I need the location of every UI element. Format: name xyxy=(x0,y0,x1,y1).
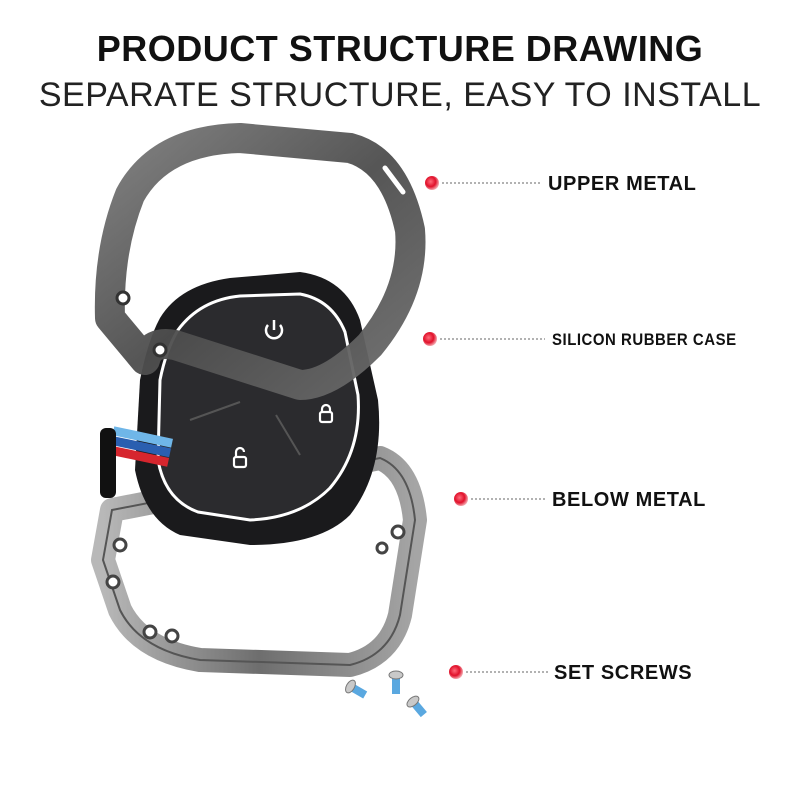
power-icon xyxy=(264,320,284,340)
callout-label-below-metal: BELOW METAL xyxy=(552,489,706,511)
callout-label-upper-metal: UPPER METAL xyxy=(548,173,697,195)
lock-icon xyxy=(318,403,334,424)
page-title: PRODUCT STRUCTURE DRAWING xyxy=(96,28,704,69)
unlock-icon xyxy=(232,446,248,469)
callout-below-metal-leader xyxy=(454,492,545,506)
screw-icon xyxy=(345,679,368,699)
callout-rubber-case-leader xyxy=(423,332,545,346)
screw-icon xyxy=(406,695,427,718)
below-metal-frame xyxy=(91,446,427,677)
callout-set-screws-leader xyxy=(449,665,548,679)
callout-label-silicon-rubber-case: SILICON RUBBER CASE xyxy=(552,330,737,349)
callout-upper-metal-leader xyxy=(425,176,540,190)
set-screws xyxy=(345,670,427,718)
callout-label-set-screws: SET SCREWS xyxy=(554,662,693,684)
page-subtitle: SEPARATE STRUCTURE, EASY TO INSTALL xyxy=(38,76,762,114)
stripe-strap xyxy=(100,426,173,498)
screw-icon xyxy=(388,670,404,694)
upper-metal-frame xyxy=(94,123,426,400)
